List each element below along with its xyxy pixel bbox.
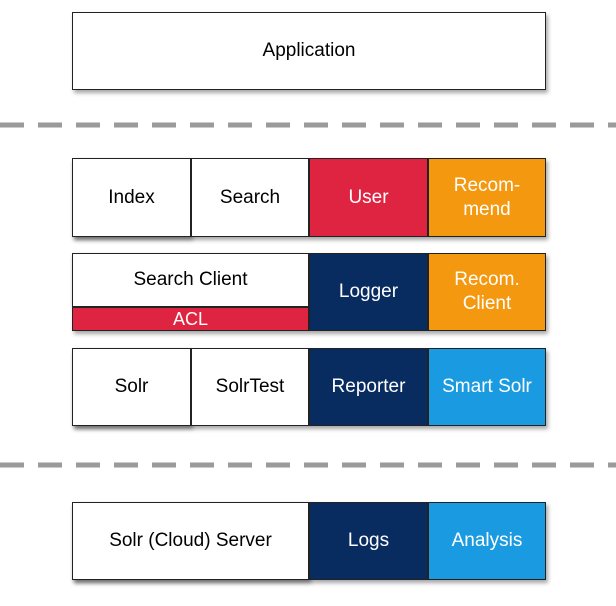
acl-module: ACL (72, 307, 309, 331)
recommend-module: Recom- mend (428, 158, 546, 237)
application-label: Application (262, 40, 356, 61)
solrtest-module: SolrTest (191, 348, 309, 426)
logs-module: Logs (309, 502, 428, 580)
solr-module: Solr (72, 348, 191, 426)
logger-module: Logger (309, 253, 428, 331)
solr-cloud-server-module: Solr (Cloud) Server (72, 502, 309, 580)
reporter-module: Reporter (309, 348, 428, 426)
search-client-module: Search Client (72, 253, 309, 307)
user-module: User (309, 158, 428, 237)
search-module: Search (191, 158, 309, 237)
analysis-module: Analysis (428, 502, 546, 580)
layer-separator-top (0, 122, 616, 128)
smart-solr-module: Smart Solr (428, 348, 546, 426)
layer-separator-bottom (0, 462, 616, 468)
application-layer: Application (72, 12, 546, 90)
index-module: Index (72, 158, 191, 237)
recom-client-module: Recom. Client (428, 253, 546, 331)
